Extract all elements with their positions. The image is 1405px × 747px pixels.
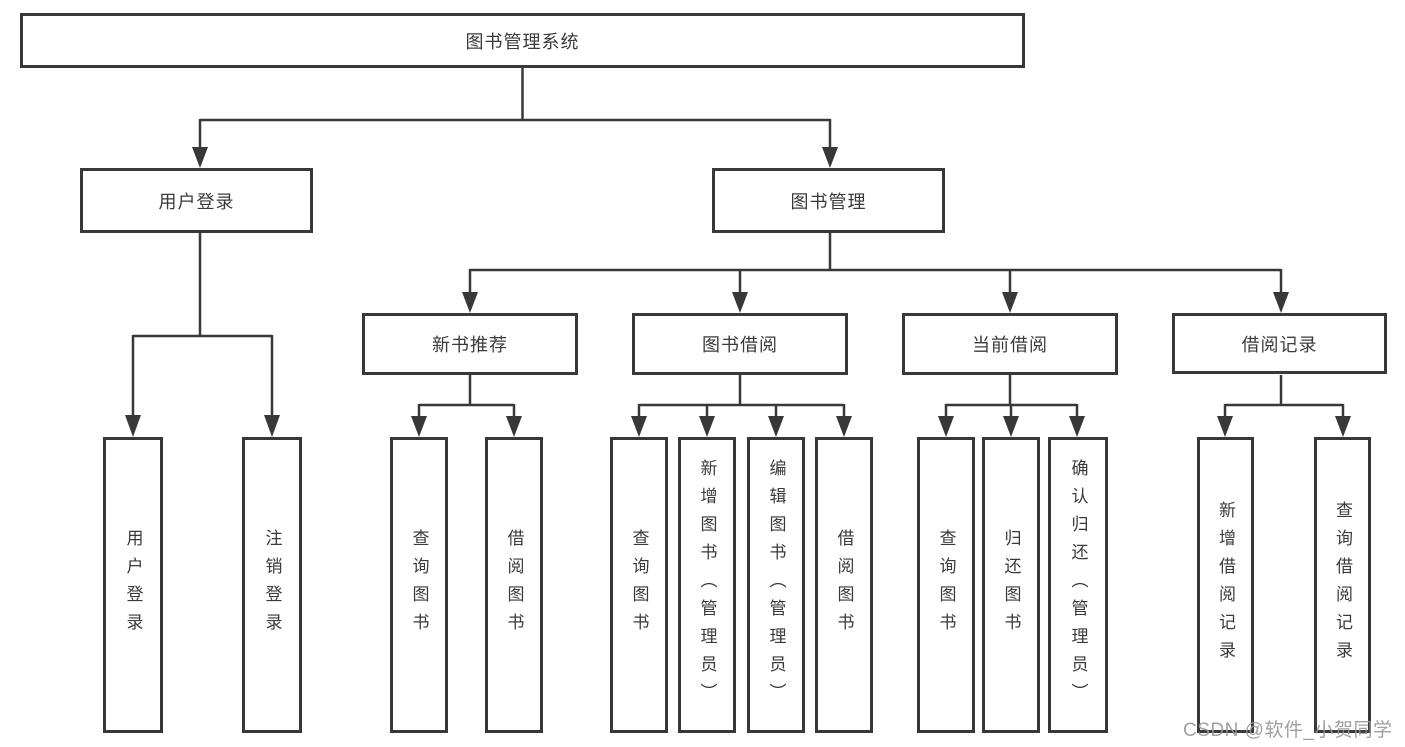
leaf-current-return-books-label: 归还图书 (1001, 529, 1021, 641)
node-root-label: 图书管理系统 (465, 31, 580, 52)
node-new-book-rec-label: 新书推荐 (432, 335, 508, 355)
leaf-current-confirm-return-admin: 确认归还（管理员） (1048, 437, 1108, 733)
node-user-login-label: 用户登录 (158, 191, 235, 212)
leaf-current-return-books: 归还图书 (982, 437, 1040, 733)
leaf-logout: 注销登录 (242, 437, 302, 733)
leaf-borrow-add-books-admin-label: 新增图书（管理员） (697, 459, 717, 711)
node-root-system: 图书管理系统 (20, 13, 1025, 68)
node-borrow-records: 借阅记录 (1172, 313, 1387, 374)
leaf-current-confirm-return-admin-label: 确认归还（管理员） (1068, 459, 1088, 711)
leaf-records-query-record-label: 查询借阅记录 (1333, 501, 1352, 669)
leaf-newrec-borrow-books: 借阅图书 (485, 437, 543, 733)
leaf-records-add-record: 新增借阅记录 (1197, 437, 1254, 733)
leaf-user-login: 用户登录 (103, 437, 163, 733)
leaf-borrow-borrow-books-label: 借阅图书 (834, 529, 854, 641)
node-book-mgmt-branch: 图书管理 (712, 168, 945, 233)
leaf-borrow-edit-books-admin-label: 编辑图书（管理员） (766, 459, 786, 711)
leaf-borrow-query-books: 查询图书 (610, 437, 668, 733)
leaf-user-login-label: 用户登录 (123, 529, 143, 641)
leaf-records-query-record: 查询借阅记录 (1314, 437, 1371, 733)
node-new-book-rec: 新书推荐 (362, 313, 578, 375)
leaf-current-query-books: 查询图书 (917, 437, 975, 733)
node-book-borrow-label: 图书借阅 (702, 335, 778, 355)
leaf-current-query-books-label: 查询图书 (936, 529, 956, 641)
node-borrow-records-label: 借阅记录 (1241, 334, 1318, 355)
node-current-borrow-label: 当前借阅 (972, 335, 1048, 355)
node-book-borrow: 图书借阅 (632, 313, 848, 375)
leaf-borrow-query-books-label: 查询图书 (629, 529, 649, 641)
node-user-login-branch: 用户登录 (80, 168, 313, 233)
leaf-records-add-record-label: 新增借阅记录 (1216, 501, 1235, 669)
leaf-logout-label: 注销登录 (262, 529, 282, 641)
leaf-borrow-edit-books-admin: 编辑图书（管理员） (747, 437, 805, 733)
node-current-borrow: 当前借阅 (902, 313, 1118, 375)
node-book-mgmt-label: 图书管理 (790, 191, 867, 212)
leaf-borrow-add-books-admin: 新增图书（管理员） (678, 437, 736, 733)
leaf-newrec-borrow-books-label: 借阅图书 (504, 529, 524, 641)
leaf-newrec-query-books-label: 查询图书 (409, 529, 429, 641)
leaf-borrow-borrow-books: 借阅图书 (815, 437, 873, 733)
leaf-newrec-query-books: 查询图书 (390, 437, 448, 733)
csdn-watermark: CSDN @软件_小贺同学 (1183, 720, 1393, 741)
